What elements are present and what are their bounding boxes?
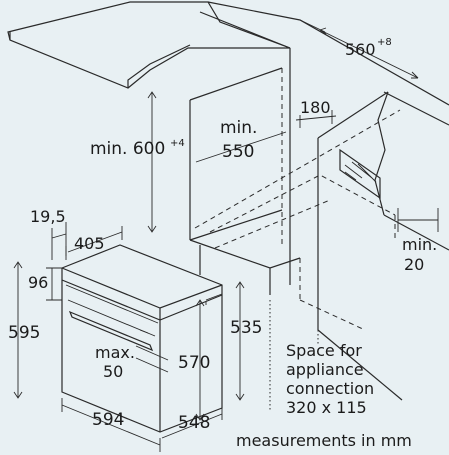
- side-gap-label: min.: [402, 235, 437, 254]
- niche-width-text: 560: [345, 40, 376, 59]
- space-line-1: Space for: [286, 341, 362, 360]
- dim-rear-gap: 180: [295, 98, 337, 128]
- dim-panel-offset: 19,5: [30, 207, 67, 260]
- dim-oven-depth: 548: [161, 408, 223, 439]
- dim-oven-height: 595: [8, 261, 40, 399]
- oven-width-text: 594: [92, 410, 124, 430]
- rear-cabinet: [194, 68, 449, 401]
- min-height-text: min. 600: [90, 139, 165, 159]
- max-label: max.: [95, 343, 135, 362]
- dim-min-depth: min. 550: [195, 118, 287, 163]
- max-value: 50: [103, 362, 123, 381]
- min-depth-label: min.: [220, 118, 257, 138]
- dim-control-height: 96: [28, 267, 62, 301]
- dim-oven-body: 535: [230, 281, 262, 401]
- oven: [61, 244, 223, 433]
- door-depth-text: 405: [74, 234, 105, 253]
- rear-gap-text: 180: [300, 98, 331, 117]
- countertop: [7, 1, 291, 89]
- dim-min-height: min. 600 +4: [90, 91, 185, 233]
- space-line-3: connection: [286, 379, 374, 398]
- dim-door-depth: 405: [65, 226, 123, 260]
- niche-cabinet: [189, 67, 301, 295]
- niche-width-tolerance: +8: [377, 37, 392, 48]
- control-height-text: 96: [28, 273, 48, 292]
- panel-offset-text: 19,5: [30, 207, 66, 226]
- space-line-2: appliance: [286, 360, 364, 379]
- dim-max-offset: max. 50: [95, 343, 169, 381]
- space-line-4: 320 x 115: [286, 398, 367, 417]
- service-lines: [269, 290, 319, 410]
- dim-cavity-height: 570: [178, 299, 210, 421]
- min-depth-value: 550: [222, 142, 254, 162]
- cavity-height-text: 570: [178, 353, 210, 373]
- side-gap-value: 20: [404, 255, 424, 274]
- units-caption: measurements in mm: [236, 431, 412, 450]
- oven-body-text: 535: [230, 318, 262, 338]
- oven-depth-text: 548: [178, 413, 210, 433]
- oven-height-text: 595: [8, 323, 40, 343]
- dim-side-gap: min. 20: [397, 208, 439, 274]
- dim-niche-width: 560 +8: [299, 19, 419, 79]
- connection-note: Space for appliance connection 320 x 115: [286, 341, 374, 417]
- dim-oven-width: 594: [61, 398, 161, 452]
- min-height-tolerance: +4: [170, 138, 185, 149]
